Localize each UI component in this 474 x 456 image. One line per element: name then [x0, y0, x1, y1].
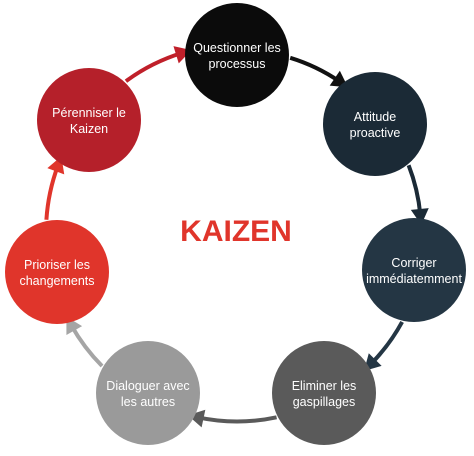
step-label-line1: Dialoguer avec	[106, 379, 189, 393]
cycle-arrow-questionner-to-attitude	[289, 55, 341, 84]
step-circle-dialoguer	[96, 341, 200, 445]
step-circle-prioriser	[5, 220, 109, 324]
step-node-perenniser: Pérenniser le Kaizen	[37, 68, 141, 172]
step-node-eliminer: Eliminer les gaspillages	[272, 341, 376, 445]
step-circle-attitude	[323, 72, 427, 176]
step-label-line2: processus	[209, 57, 266, 71]
step-circle-questionner	[185, 3, 289, 107]
step-label-line2: immédiatemment	[366, 272, 462, 286]
step-circle-eliminer	[272, 341, 376, 445]
cycle-arrow-dialoguer-to-prioriser	[69, 324, 104, 368]
cycle-arrow-attitude-to-corriger	[406, 164, 423, 216]
center-title: KAIZEN	[180, 215, 292, 248]
step-label-line2: les autres	[121, 395, 175, 409]
step-label-line2: changements	[19, 274, 94, 288]
step-label-line1: Eliminer les	[292, 379, 357, 393]
step-label-line1: Attitude	[354, 110, 396, 124]
cycle-arrow-perenniser-to-questionner	[124, 51, 183, 83]
arrowhead-corriger	[410, 208, 429, 225]
cycle-arrow-corriger-to-eliminer	[369, 320, 404, 366]
step-circle-perenniser	[37, 68, 141, 172]
step-label-line2: proactive	[350, 126, 401, 140]
step-label-line1: Corriger	[391, 256, 436, 270]
step-node-prioriser: Prioriser les changements	[5, 220, 109, 324]
cycle-arrow-prioriser-to-perenniser	[44, 164, 60, 220]
step-node-dialoguer: Dialoguer avec les autres	[96, 341, 200, 445]
step-node-questionner: Questionner les processus	[185, 3, 289, 107]
step-label-line1: Pérenniser le	[52, 106, 126, 120]
step-label-line2: gaspillages	[293, 395, 356, 409]
step-label-line1: Questionner les	[193, 41, 281, 55]
step-node-corriger: Corriger immédiatemment	[362, 218, 466, 322]
step-label-line1: Prioriser les	[24, 258, 90, 272]
step-circle-corriger	[362, 218, 466, 322]
step-node-attitude: Attitude proactive	[323, 72, 427, 176]
step-label-line2: Kaizen	[70, 122, 108, 136]
cycle-arrow-eliminer-to-dialoguer	[197, 415, 277, 424]
